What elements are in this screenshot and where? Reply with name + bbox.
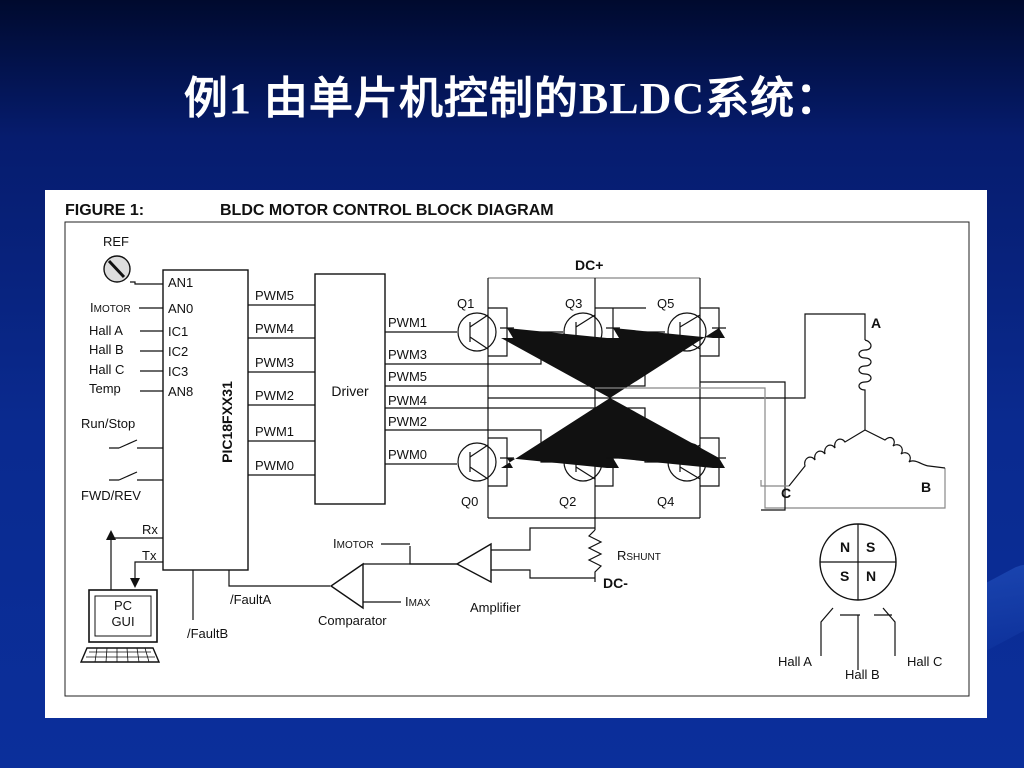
transistor-label-q4: Q4 [657,494,674,509]
hall-c-input: Hall C [89,362,124,377]
pwm-bridge-1: PWM1 [388,315,427,330]
fwd-rev-switch-icon [109,471,163,481]
mcu-pin-an1: AN1 [168,275,193,290]
imotor-input-label: IMOTOR [90,300,131,315]
mcu-pin-ic2: IC2 [168,344,188,359]
phase-a-label: A [871,315,881,331]
hall-b-input: Hall B [89,342,124,357]
transistor-label-q3: Q3 [565,296,582,311]
run-stop-switch-icon [109,439,163,449]
hall-a-input: Hall A [89,323,123,338]
temp-input: Temp [89,381,121,396]
faulta-label: /FaultA [230,592,272,607]
mcu-pin-ic3: IC3 [168,364,188,379]
winding-c-coil-icon [788,429,866,487]
phase-a-output [488,313,866,399]
tx-arrow-icon [130,578,140,588]
pwm-bridge-0: PWM0 [388,447,427,462]
transistor-q5 [667,312,707,352]
rotor-pole-n2: N [866,568,876,584]
diode-icons [501,328,725,468]
winding-a-coil-icon [858,339,872,430]
dc-minus-label: DC- [603,575,628,591]
mcu-pin-ic1: IC1 [168,324,188,339]
tx-wire [134,561,163,580]
pc-keyboard-icon [79,647,161,663]
imotor-sense-wire [409,546,457,565]
rx-label: Rx [142,522,158,537]
figure-label: FIGURE 1: [65,202,144,219]
pwm-mcu-2: PWM2 [255,388,294,403]
pwm-mcu-3: PWM3 [255,355,294,370]
phase-c-label: C [781,485,791,501]
phase-c-output [700,381,786,511]
phase-b-output [595,387,946,509]
transistor-label-q1: Q1 [457,296,474,311]
hall-sensor-leads [820,607,896,670]
pwm-mcu-5: PWM5 [255,288,294,303]
figure-caption: BLDC MOTOR CONTROL BLOCK DIAGRAM [220,202,554,219]
rotor-pole-s2: S [840,568,849,584]
amplifier-label: Amplifier [470,600,521,615]
winding-b-coil-icon [864,429,946,469]
ref-label: REF [103,234,129,249]
tx-label: Tx [142,548,157,563]
block-diagram: FIGURE 1: BLDC MOTOR CONTROL BLOCK DIAGR… [64,202,970,697]
hall-sensor-a: Hall A [778,654,812,669]
pwm-bridge-4: PWM4 [388,393,427,408]
rshunt-label: RSHUNT [617,548,661,563]
diode-bars [500,327,726,459]
mcu-label: PIC18FXX31 [219,381,235,463]
transistor-q1 [457,312,497,352]
comparator-label: Comparator [318,613,387,628]
pc-keyboard-keys [86,647,155,663]
phase-b-label: B [921,479,931,495]
imotor-sense-label: IMOTOR [333,536,374,551]
rotor-pole-n1: N [840,539,850,555]
dc-plus-label: DC+ [575,257,603,273]
slide-title: 例1 由单片机控制的BLDC系统： [183,74,841,123]
pc-screen [94,595,152,637]
amp-input-wires [491,527,595,579]
faultb-label: /FaultB [187,626,228,641]
transistor-q0 [457,442,497,482]
pwm-mcu-0: PWM0 [255,458,294,473]
amplifier-icon [455,542,492,584]
comparator-icon [329,562,364,610]
pwm-mcu-1: PWM1 [255,424,294,439]
transistor-label-q2: Q2 [559,494,576,509]
run-stop-label: Run/Stop [81,416,135,431]
phase-c-wire [760,480,789,487]
pc-label-line1: PC [114,598,132,613]
mcu-pin-an8: AN8 [168,384,193,399]
imax-label: IMAX [405,594,431,609]
rshunt-resistor-icon [587,529,603,582]
pwm-mcu-4: PWM4 [255,321,294,336]
mcu-block [162,269,249,571]
pwm-bridge-2: PWM2 [388,414,427,429]
rx-arrow-icon [106,530,116,540]
diagram-panel: FIGURE 1: BLDC MOTOR CONTROL BLOCK DIAGR… [45,190,987,718]
diagram-border [64,221,970,697]
ref-wire [130,281,165,285]
transistor-label-q0: Q0 [461,494,478,509]
rotor-pole-s1: S [866,539,875,555]
pwm-bridge-5: PWM5 [388,369,427,384]
ref-knob-pointer [107,259,126,279]
transistor-label-q5: Q5 [657,296,674,311]
hall-sensor-c: Hall C [907,654,942,669]
hall-sensor-b: Hall B [845,667,880,682]
driver-block [314,273,386,505]
mcu-pin-an0: AN0 [168,301,193,316]
driver-label: Driver [331,383,369,399]
faulta-wire [228,570,330,587]
pwm-bridge-3: PWM3 [388,347,427,362]
pc-label-line2: GUI [111,614,134,629]
fwd-rev-label: FWD/REV [81,488,141,503]
